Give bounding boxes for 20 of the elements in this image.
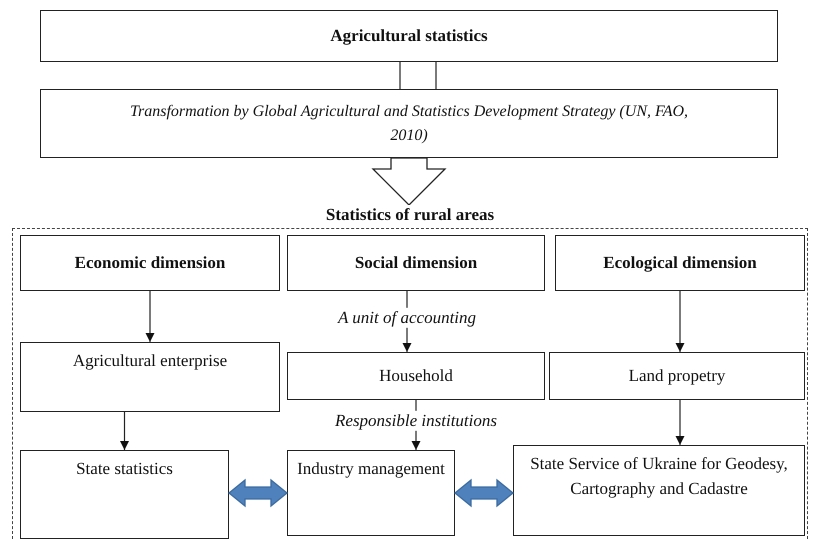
process-box xyxy=(20,342,280,412)
arrow xyxy=(146,291,154,342)
category-box xyxy=(555,235,805,291)
heading-box xyxy=(40,10,778,62)
arrow xyxy=(676,400,684,445)
arrow xyxy=(676,291,684,352)
process-box xyxy=(513,445,805,536)
arrow xyxy=(120,412,129,450)
category-box xyxy=(287,235,545,291)
process-box xyxy=(549,352,805,400)
block-arrow xyxy=(371,157,447,206)
double-line-connector xyxy=(399,61,437,90)
process-box xyxy=(20,450,229,539)
double-arrow xyxy=(454,478,514,508)
process-box xyxy=(40,89,778,158)
process-box xyxy=(287,450,455,536)
category-box xyxy=(20,235,280,291)
double-arrow xyxy=(228,478,288,508)
process-box xyxy=(287,352,545,400)
group-frame xyxy=(12,205,808,539)
